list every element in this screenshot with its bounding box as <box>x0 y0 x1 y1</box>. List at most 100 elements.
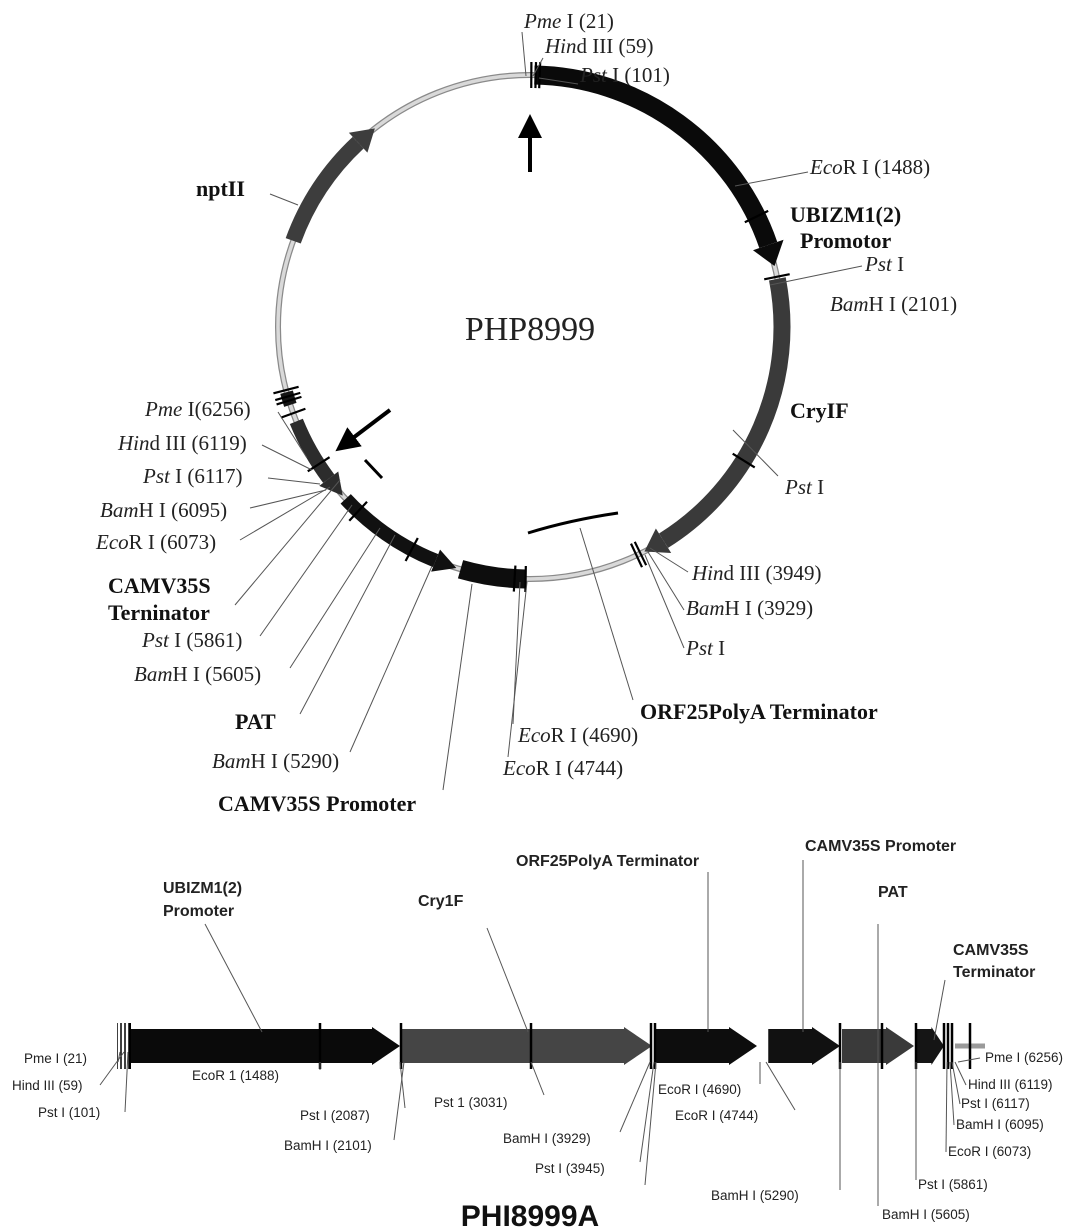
arc-camv-terminator <box>280 390 297 407</box>
feature-camv-term-line1: CAMV35S <box>108 573 211 598</box>
arc-pat <box>289 418 335 483</box>
direction-arrow <box>335 408 392 452</box>
linear-feature-ubi-line1: UBIZM1(2) <box>163 880 242 897</box>
arc-cry1f <box>659 277 791 548</box>
arc-pat-head <box>319 471 343 496</box>
linear-map: UBIZM1(2) Promoter Cry1F ORF25PolyA Term… <box>12 838 1063 1229</box>
feature-cryif: CryIF <box>790 398 849 423</box>
linear-site-label: Pst I (6117) <box>961 1096 1030 1111</box>
circular-site-ticks <box>273 61 790 592</box>
linear-feature-camv-promoter: CAMV35S Promoter <box>805 838 956 855</box>
site-label: Pst I (5861) <box>141 628 242 652</box>
site-tick <box>744 209 769 224</box>
linear-site-label: Hind III (59) <box>12 1078 83 1093</box>
site-tick <box>276 395 302 406</box>
linear-site-label: Pst I (101) <box>38 1105 100 1120</box>
linear-feature-camv-term-line2: Terminator <box>953 964 1035 981</box>
orf25-bracket <box>527 511 619 535</box>
linear-site-label: EcoR 1 (1488) <box>192 1068 279 1083</box>
circular-feature-arcs <box>280 65 791 589</box>
fragment-name: PHI8999A <box>461 1200 599 1229</box>
feature-camv-promoter: CAMV35S Promoter <box>218 791 416 816</box>
arc-ubi-promoter <box>534 65 778 249</box>
site-label: Pme I (21) <box>523 9 614 33</box>
site-tick <box>763 273 790 281</box>
site-label: BamH I (3929) <box>686 596 813 620</box>
linear-site-label: BamH I (5605) <box>882 1207 970 1222</box>
site-tick <box>732 452 756 469</box>
linear-site-label: EcoR I (4744) <box>675 1108 758 1123</box>
arc-ubi-promoter-head <box>753 239 784 267</box>
linear-feature-cry1f: Cry1F <box>418 893 464 910</box>
arc-nptii <box>285 136 364 244</box>
site-label: Pst I <box>864 252 904 276</box>
feature-pat: PAT <box>235 709 276 734</box>
feature-camv-term-line2: Terninator <box>108 600 210 625</box>
linear-arrow-ubi-promoter <box>130 1027 400 1065</box>
site-label: EcoR I (4690) <box>517 723 638 747</box>
leader-nptii <box>269 193 299 206</box>
site-label: BamH I (6095) <box>100 498 227 522</box>
linear-feature-leaders <box>204 860 946 1206</box>
circular-leaders <box>234 31 863 791</box>
arc-cry1f-head <box>644 528 672 553</box>
linear-site-label: BamH I (6095) <box>956 1117 1044 1132</box>
arc-nptii-head <box>348 128 375 153</box>
feature-ubi-line2: Promotor <box>800 228 891 253</box>
linear-arrow-camv-promoter <box>768 1027 840 1065</box>
site-label: BamH I (5605) <box>134 662 261 686</box>
site-tick <box>274 391 301 402</box>
site-tick <box>633 541 648 566</box>
arc-orf25 <box>457 560 526 589</box>
linear-site-leaders <box>99 1051 981 1190</box>
linear-site-label: Hind III (6119) <box>968 1077 1053 1092</box>
linear-site-label: Pst 1 (3031) <box>434 1095 508 1110</box>
linear-arrow-cry1f <box>402 1027 652 1065</box>
site-label: Pst I <box>685 636 725 660</box>
linear-site-label: BamH I (5290) <box>711 1188 799 1203</box>
site-tick <box>630 543 643 568</box>
feature-nptii: nptII <box>196 176 245 201</box>
site-label: Pme I(6256) <box>144 397 251 421</box>
site-label: Pst I (6117) <box>142 464 243 488</box>
site-tick <box>307 456 331 473</box>
site-label: BamH I (2101) <box>830 292 957 316</box>
site-label: Hind III (3949) <box>691 561 821 585</box>
feature-orf25: ORF25PolyA Terminator <box>640 699 878 724</box>
linear-site-label: BamH I (2101) <box>284 1138 372 1153</box>
linear-feature-camv-term-line1: CAMV35S <box>953 942 1029 959</box>
linear-site-ticks <box>117 1023 972 1069</box>
site-tick <box>512 565 517 592</box>
site-tick <box>280 407 306 419</box>
site-tick <box>348 501 368 522</box>
linear-site-label: Pst I (5861) <box>918 1177 988 1192</box>
linear-site-label: Pst I (2087) <box>300 1108 370 1123</box>
linear-feature-orf25: ORF25PolyA Terminator <box>516 853 699 870</box>
linear-arrow-camv-terminator <box>916 1027 944 1065</box>
site-tick <box>534 62 538 89</box>
linear-site-label: Pme I (6256) <box>985 1050 1063 1065</box>
arc-camv-promoter-head <box>431 549 457 572</box>
direction-dash <box>363 458 384 480</box>
linear-feature-arrows <box>117 1023 944 1069</box>
site-label: EcoR I (1488) <box>809 155 930 179</box>
site-tick <box>404 537 419 562</box>
linear-site-label: Pst I (3945) <box>535 1161 605 1176</box>
site-label: Hind III (59) <box>544 34 653 58</box>
site-label: Pst I (101) <box>579 63 670 87</box>
site-tick <box>538 62 542 89</box>
linear-site-label: BamH I (3929) <box>503 1131 591 1146</box>
arc-camv-promoter <box>340 494 439 568</box>
site-tick <box>273 385 299 395</box>
site-label: BamH I (5290) <box>212 749 339 773</box>
site-label: Pst I <box>784 475 824 499</box>
linear-feature-pat: PAT <box>878 884 908 901</box>
site-label: EcoR I (6073) <box>95 530 216 554</box>
site-label: EcoR I (4744) <box>502 756 623 780</box>
linear-site-label: Pme I (21) <box>24 1051 87 1066</box>
linear-arrow-orf25 <box>656 1027 757 1065</box>
linear-feature-ubi-line2: Promoter <box>163 903 234 920</box>
plasmid-name: PHP8999 <box>465 311 595 348</box>
circular-map: PHP8999 nptII UBIZM1(2) Promotor CryIF O… <box>95 9 957 816</box>
